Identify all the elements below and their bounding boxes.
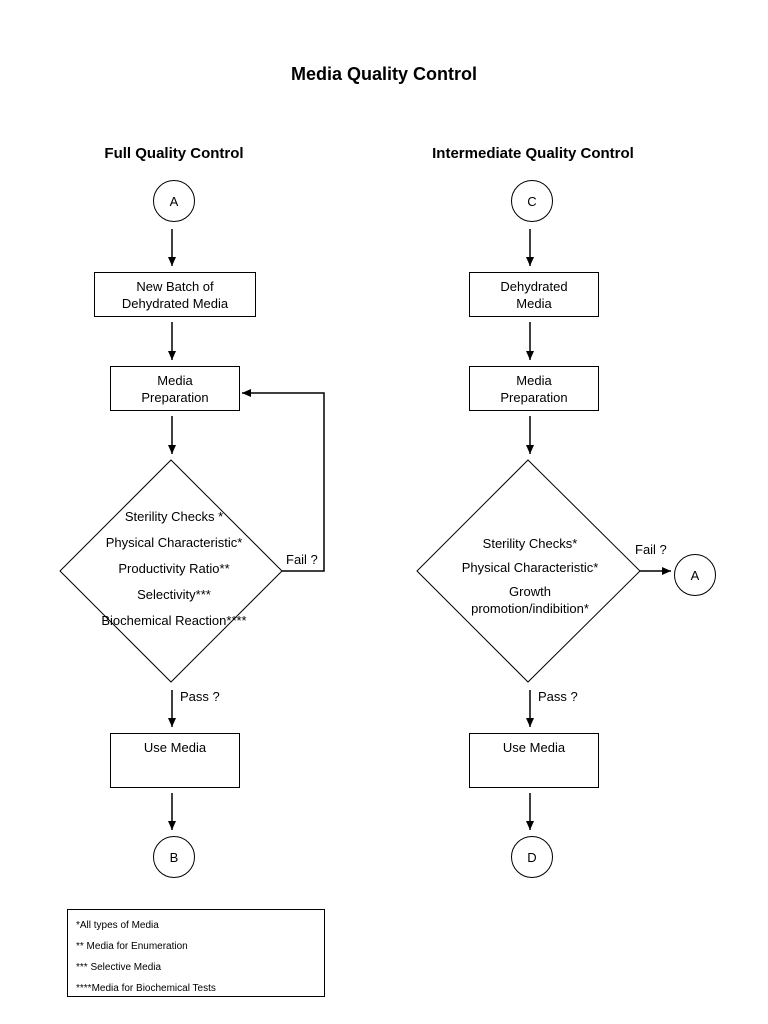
fail-loop-arrow bbox=[242, 389, 325, 572]
checks-diamond-full bbox=[59, 459, 283, 683]
use-media-box-full: Use Media bbox=[110, 733, 240, 788]
legend-item: ****Media for Biochemical Tests bbox=[76, 983, 216, 994]
full-checks-text: Sterility Checks * Physical Characterist… bbox=[101, 509, 247, 628]
fail-label-full: Fail ? bbox=[286, 552, 318, 567]
intermediate-checks-text: Sterility Checks* Physical Characteristi… bbox=[461, 536, 599, 616]
use-media-box-int: Use Media bbox=[469, 733, 599, 788]
checks-diamond-intermediate bbox=[416, 459, 641, 683]
legend-item: *All types of Media bbox=[76, 920, 159, 931]
footnote-legend: *All types of Media ** Media for Enumera… bbox=[67, 909, 325, 997]
connector-a: A bbox=[153, 180, 195, 222]
pass-label-full: Pass ? bbox=[180, 689, 220, 704]
legend-item: *** Selective Media bbox=[76, 962, 162, 973]
connector-b: B bbox=[153, 836, 195, 878]
connector-a-fail: A bbox=[674, 554, 716, 596]
fail-label-intermediate: Fail ? bbox=[635, 542, 667, 557]
pass-label-intermediate: Pass ? bbox=[538, 689, 578, 704]
connector-c: C bbox=[511, 180, 553, 222]
page-title: Media Quality Control bbox=[290, 64, 477, 84]
intermediate-qc-heading: Intermediate Quality Control bbox=[432, 145, 634, 162]
connector-d: D bbox=[511, 836, 553, 878]
legend-item: ** Media for Enumeration bbox=[76, 941, 188, 952]
full-qc-heading: Full Quality Control bbox=[104, 145, 244, 162]
